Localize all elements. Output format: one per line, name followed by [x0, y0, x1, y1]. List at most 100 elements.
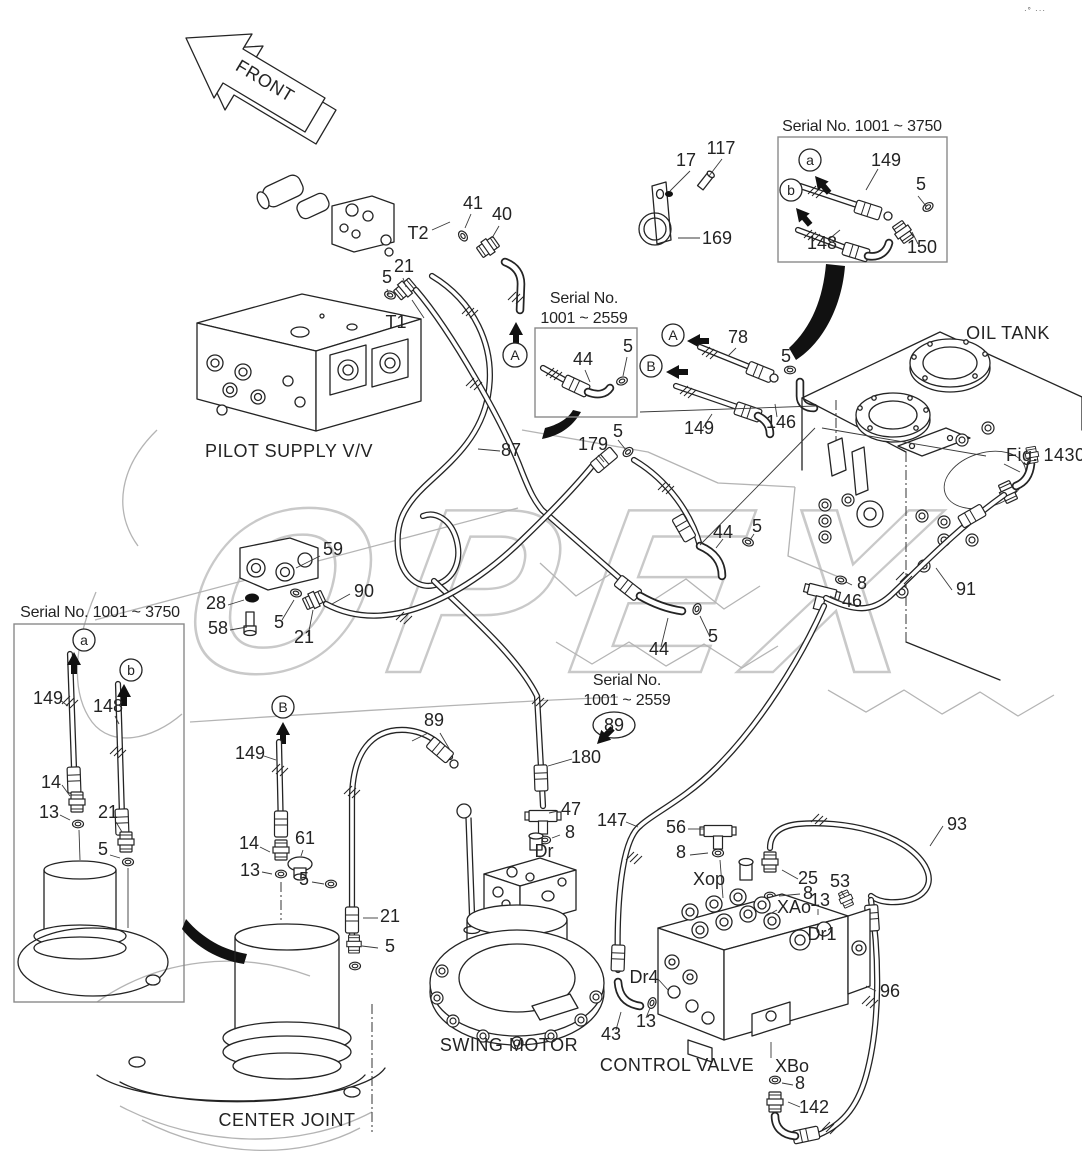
- hose-pilot-to-tank-lower: [412, 286, 704, 617]
- port-label-xop: Xop: [693, 869, 725, 889]
- callout-56: 56: [666, 817, 686, 837]
- callout-59: 59: [323, 539, 343, 559]
- callout-13: 13: [810, 890, 830, 910]
- callout-28: 28: [206, 593, 226, 613]
- callout-96: 96: [880, 981, 900, 1001]
- callout-5: 5: [98, 839, 108, 859]
- callout-8: 8: [676, 842, 686, 862]
- serial-box-1001-3750-left: a b: [13, 623, 185, 1003]
- callout-179: 179: [578, 434, 608, 454]
- callout-5: 5: [274, 612, 284, 632]
- callout-21: 21: [394, 256, 414, 276]
- callout-14: 14: [239, 833, 259, 853]
- callout-78: 78: [728, 327, 748, 347]
- port-label-t2: T2: [407, 223, 428, 243]
- callout-8: 8: [857, 573, 867, 593]
- callout-117: 117: [707, 138, 736, 158]
- callout-58: 58: [208, 618, 228, 638]
- serial-note-mid-top-2: 1001 ~ 2559: [540, 310, 628, 327]
- serial-box-1001-3750-top: a b: [777, 136, 948, 263]
- callout-46: 46: [842, 591, 862, 611]
- fitting-40-41-hose-a-end: A: [456, 228, 528, 368]
- callout-89: 89: [424, 710, 444, 730]
- callout-44: 44: [649, 639, 669, 659]
- serial-note-mid-top-1: Serial No.: [550, 290, 618, 307]
- callout-148: 148: [93, 696, 123, 716]
- callout-5: 5: [752, 516, 762, 536]
- marker-A: A: [510, 347, 520, 363]
- callout-61: 61: [295, 828, 315, 848]
- hose-147: [610, 602, 828, 1011]
- callout-17: 17: [676, 150, 696, 170]
- pointer-brush-arrow-left: [182, 919, 247, 964]
- callout-91: 91: [956, 579, 976, 599]
- callout-53: 53: [830, 871, 850, 891]
- section-label-pilot-supply: PILOT SUPPLY V/V: [205, 441, 373, 461]
- leader-lines: [59, 158, 1021, 1108]
- oil-tank: [801, 331, 1082, 681]
- center-joint: [96, 923, 386, 1132]
- callout-21: 21: [98, 802, 118, 822]
- center-joint-hoses: B: [271, 695, 459, 971]
- callout-149: 149: [871, 150, 901, 170]
- serial-note-left: Serial No. 1001 ~ 3750: [20, 604, 180, 621]
- callout-5: 5: [382, 267, 392, 287]
- port-label-t1: T1: [385, 312, 406, 332]
- section-label-control-valve: CONTROL VALVE: [600, 1055, 754, 1075]
- callout-41: 41: [463, 193, 483, 213]
- pilot-supply-valve: [196, 174, 425, 432]
- callout-5: 5: [708, 626, 718, 646]
- callout-44: 44: [713, 522, 733, 542]
- hose-93-96-group: [699, 813, 932, 1145]
- port-label-dr4: Dr4: [629, 967, 658, 987]
- callout-149: 149: [33, 688, 63, 708]
- labels: ·° ··· Serial No. 1001 ~ 3750 149 5 148 …: [20, 6, 1082, 1130]
- corner-marks: ·° ···: [1024, 6, 1046, 15]
- marker-b: b: [127, 662, 135, 678]
- callout-150: 150: [907, 237, 937, 257]
- callout-43: 43: [601, 1024, 621, 1044]
- marker-a: a: [80, 632, 88, 648]
- control-valve: [657, 857, 871, 1063]
- pointer-brush-arrow-mid: [542, 410, 581, 439]
- hose-90: [322, 427, 816, 625]
- callout-142: 142: [799, 1097, 829, 1117]
- callout-90: 90: [354, 581, 374, 601]
- port-label-xbo: XBo: [775, 1056, 809, 1076]
- port-label-dr1: Dr1: [807, 924, 836, 944]
- serial-note-top-right: Serial No. 1001 ~ 3750: [782, 118, 942, 135]
- port-label-xao: XAo: [777, 897, 811, 917]
- marker-A: A: [668, 327, 678, 343]
- callout-89-circled: 89: [604, 715, 624, 735]
- callout-13: 13: [39, 802, 59, 822]
- callout-47: 47: [561, 799, 581, 819]
- callout-146: 146: [766, 412, 796, 432]
- callout-14: 14: [41, 772, 61, 792]
- callout-169: 169: [702, 228, 732, 248]
- serial-box-1001-2559-top: [534, 327, 638, 418]
- junction-block-59: [239, 537, 328, 637]
- clamp-169-assembly: [638, 170, 715, 246]
- callout-5: 5: [385, 936, 395, 956]
- port-label-dr: Dr: [535, 841, 554, 861]
- callout-87: 87: [501, 440, 521, 460]
- callout-5: 5: [613, 421, 623, 441]
- callout-13: 13: [240, 860, 260, 880]
- callout-25: 25: [798, 868, 818, 888]
- callout-148: 148: [807, 233, 837, 253]
- callout-149: 149: [235, 743, 265, 763]
- swing-motor: [429, 803, 605, 1050]
- marker-B: B: [646, 358, 655, 374]
- serial-note-mid-2: 1001 ~ 2559: [583, 692, 671, 709]
- front-direction-arrow: FRONT: [185, 33, 337, 145]
- callout-5: 5: [916, 174, 926, 194]
- marker-B: B: [278, 699, 287, 715]
- callout-8: 8: [565, 822, 575, 842]
- serial-note-mid-1: Serial No.: [593, 672, 661, 689]
- callout-21: 21: [380, 906, 400, 926]
- marker-b: b: [787, 182, 795, 198]
- callout-40: 40: [492, 204, 512, 224]
- tank-flange-ring-2: [855, 392, 931, 443]
